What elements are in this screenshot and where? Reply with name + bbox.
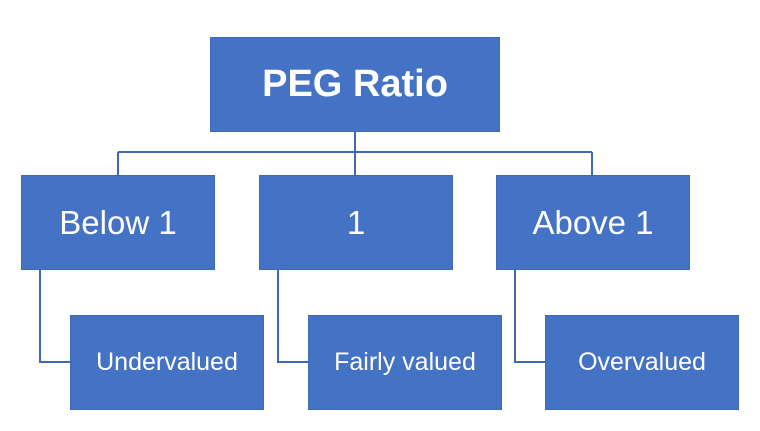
node-above-1: Above 1 [496,175,690,270]
connector-below-1-to-undervalued [39,270,70,363]
node-overvalued-label: Overvalued [578,348,706,376]
node-equal-1-label: 1 [346,203,366,241]
node-undervalued-label: Undervalued [96,348,238,376]
node-below-1-label: Below 1 [59,203,177,241]
node-fairly-valued-label: Fairly valued [334,348,476,376]
node-below-1: Below 1 [21,175,215,270]
node-equal-1: 1 [259,175,453,270]
node-above-1-label: Above 1 [532,203,654,241]
node-overvalued: Overvalued [545,315,739,410]
connector-above-1-to-overvalued [514,270,545,363]
node-fairly-valued: Fairly valued [308,315,502,410]
connector-1-to-fairly-valued [277,270,308,363]
root-node-label: PEG Ratio [262,63,448,105]
root-node-peg-ratio: PEG Ratio [210,37,500,132]
node-undervalued: Undervalued [70,315,264,410]
